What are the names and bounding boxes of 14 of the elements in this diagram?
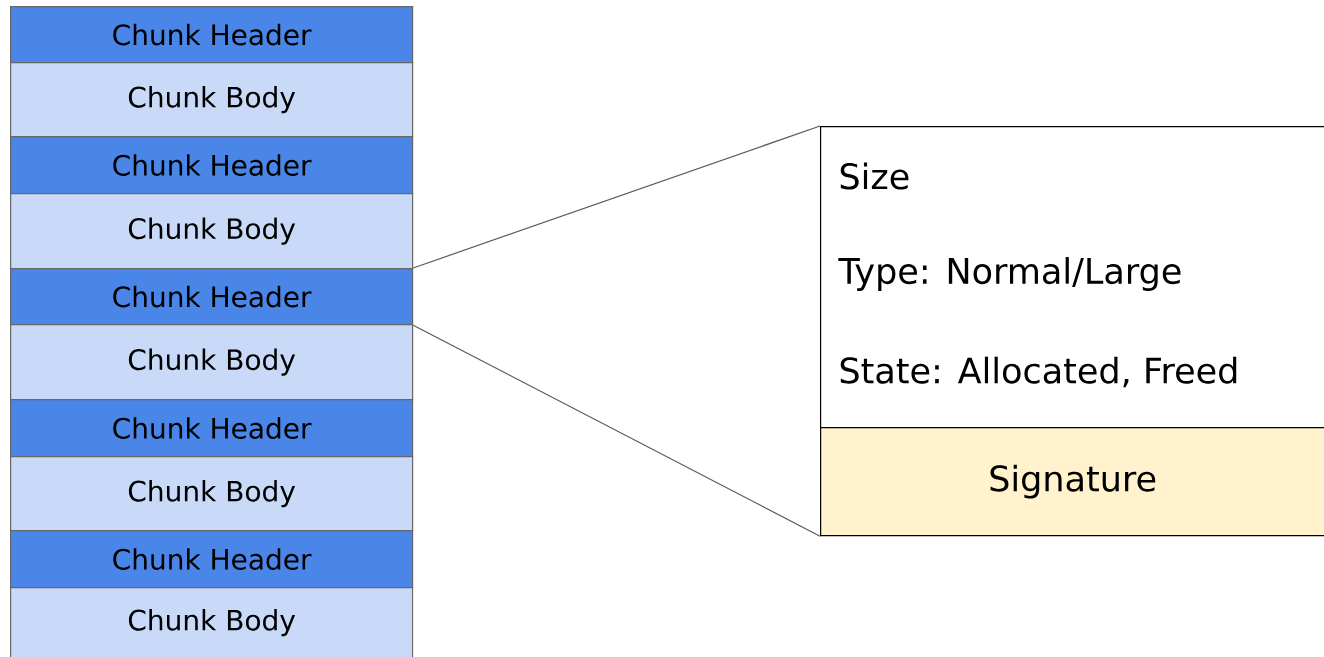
signature-box: Signature	[820, 427, 1324, 537]
leader-line	[412, 324, 821, 537]
chunk-body: Chunk Body	[10, 62, 414, 138]
chunk-header: Chunk Header	[10, 6, 414, 64]
chunk-header: Chunk Header	[10, 530, 414, 589]
chunk-header: Chunk Header	[10, 268, 414, 326]
chunk-header: Chunk Header	[10, 136, 414, 195]
chunk-body: Chunk Body	[10, 324, 414, 401]
chunk-body: Chunk Body	[10, 587, 414, 657]
chunk-body: Chunk Body	[10, 456, 414, 532]
leader-line	[412, 125, 821, 269]
header-detail-box: Size Type: Normal/Large State: Allocated, Freed	[820, 126, 1324, 429]
chunk-body: Chunk Body	[10, 193, 414, 270]
chunk-header: Chunk Header	[10, 399, 414, 458]
